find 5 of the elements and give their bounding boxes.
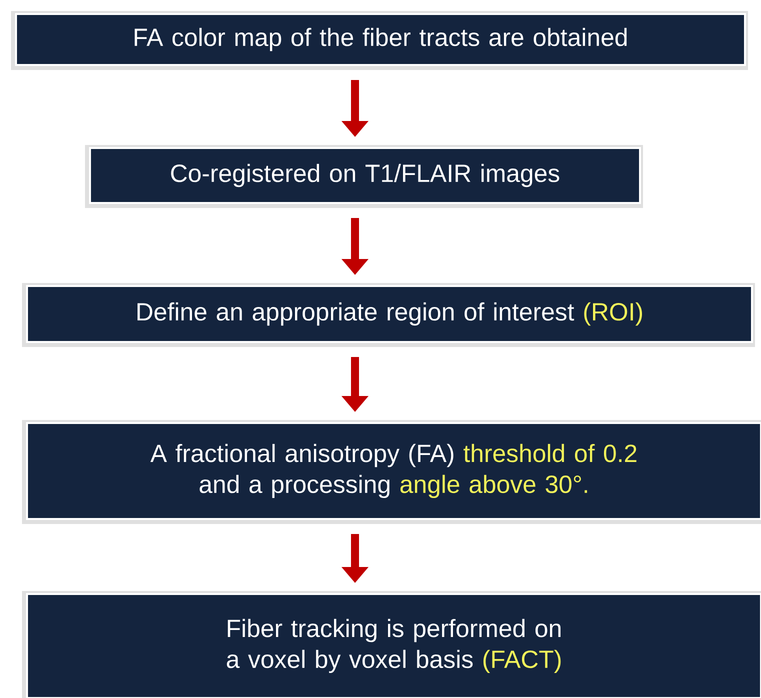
process-box: Define an appropriate region of interest (ROI) — [26, 284, 753, 343]
process-box: Co-registered on T1/FLAIR images — [89, 146, 641, 204]
process-box: FA color map of the fiber tracts are obtained — [15, 13, 746, 66]
process-box: A fractional anisotropy (FA) threshold of 0.2 and a processing angle above 30°. — [26, 422, 761, 520]
process-box: Fiber tracking is performed on a voxel by voxel basis (FACT) — [26, 592, 761, 698]
